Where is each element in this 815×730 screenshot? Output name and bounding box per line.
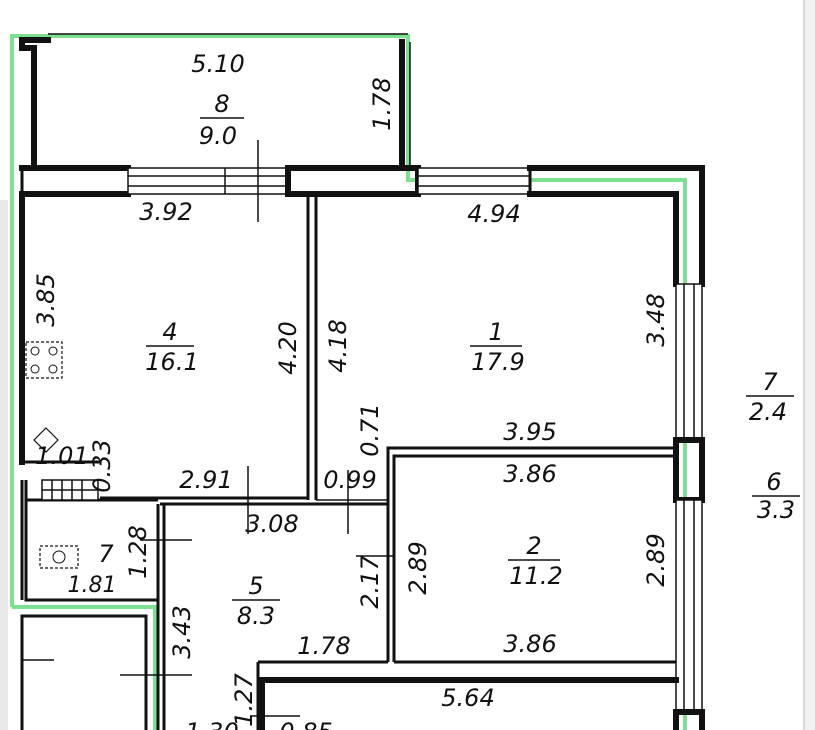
radiator-fixture — [41, 479, 99, 501]
outer-walls — [19, 140, 705, 730]
room-area-8: 9.0 — [199, 122, 237, 150]
room-label-7-outside: 7 2.4 — [746, 368, 794, 426]
dim-hall-right: 2.17 — [356, 555, 384, 609]
dim-bath-side: 0.33 — [88, 439, 116, 492]
stove-icon — [25, 341, 63, 379]
room-area-4: 16.1 — [145, 348, 198, 376]
dim-balcony-depth: 1.78 — [368, 77, 396, 130]
dim-bottom-small-b: 1.30 — [185, 718, 238, 730]
room-area-2: 11.2 — [509, 562, 562, 590]
dim-room4-left: 3.85 — [32, 273, 60, 326]
dim-room1-left: 4.18 — [324, 319, 352, 372]
dim-room1-right: 3.48 — [642, 293, 670, 346]
dim-room1-bottom: 3.95 — [503, 418, 556, 446]
room-label-5: 5 8.3 — [232, 572, 280, 630]
scan-edge-left — [0, 200, 8, 730]
room-number-8: 8 — [214, 90, 229, 118]
dim-bottom-small-a: 1.27 — [230, 673, 258, 727]
interior-walls — [20, 194, 679, 730]
room-label-7-bath: 7 1.81 — [68, 540, 117, 598]
room-number-7b: 7 — [762, 368, 778, 396]
room-area-6: 3.3 — [757, 496, 795, 524]
dim-room1-top: 4.94 — [467, 200, 520, 228]
dim-wc-side: 1.28 — [124, 525, 152, 578]
sink-icon — [33, 427, 59, 453]
dim-room2-left: 2.89 — [404, 541, 432, 594]
room-label-2: 2 11.2 — [508, 532, 563, 590]
room-label-4: 4 16.1 — [145, 318, 198, 376]
dim-room2-bottom: 3.86 — [503, 630, 556, 658]
room-number-1: 1 — [488, 318, 503, 346]
room-area-5: 8.3 — [237, 602, 275, 630]
dim-room2-top: 3.86 — [503, 460, 556, 488]
scan-edge — [804, 0, 815, 730]
room-label-1: 1 17.9 — [470, 318, 525, 376]
dim-room4-bottom: 2.91 — [179, 466, 232, 494]
room-number-5: 5 — [248, 572, 263, 600]
apartment-boundary — [10, 34, 687, 730]
room-area-7a: 1.81 — [68, 573, 117, 598]
dim-room4-top: 3.92 — [139, 198, 192, 226]
dim-room2-right: 2.89 — [642, 533, 670, 586]
room-number-7a: 7 — [98, 540, 114, 568]
room-number-4: 4 — [162, 318, 177, 346]
room-area-7b: 2.4 — [749, 398, 787, 426]
dim-bottom-room-top: 5.64 — [441, 684, 494, 712]
room-8-balcony — [19, 33, 411, 171]
dim-bottom-small-c: 0.85 — [279, 718, 332, 730]
room-number-6: 6 — [766, 468, 781, 496]
dim-hall-gap: 0.99 — [323, 466, 376, 494]
dim-hall-bottom: 1.78 — [297, 632, 350, 660]
dim-hall-left: 3.43 — [168, 605, 196, 658]
dim-room1-stub: 0.71 — [356, 403, 384, 456]
room-area-1: 17.9 — [471, 348, 524, 376]
dim-bath-top: 1.01 — [35, 442, 88, 470]
room-number-2: 2 — [526, 532, 541, 560]
dim-room4-right: 4.20 — [274, 321, 302, 374]
dim-balcony-width: 5.10 — [191, 50, 244, 78]
washer-icon — [39, 545, 79, 569]
room-label-8: 8 9.0 — [199, 90, 244, 150]
dim-hall-top: 3.08 — [245, 510, 298, 538]
room-label-6: 6 3.3 — [752, 468, 800, 524]
apartment-boundary-inner — [12, 605, 157, 730]
